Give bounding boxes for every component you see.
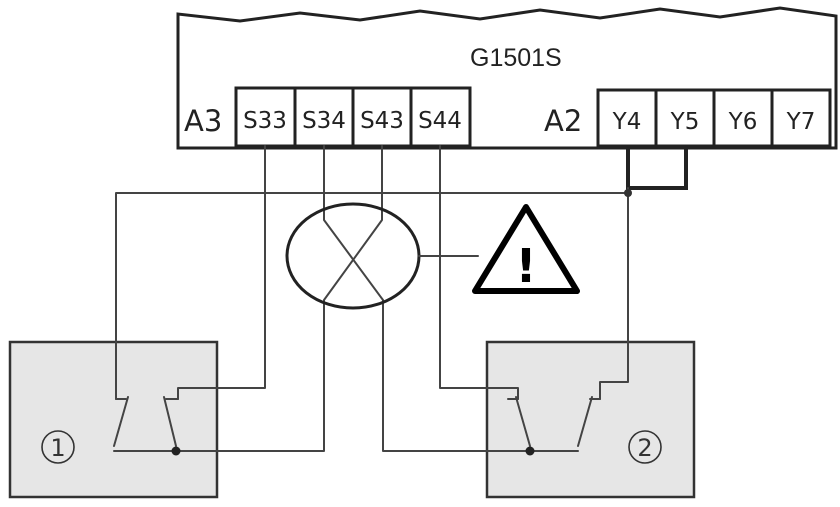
device-1-number: 1	[50, 434, 65, 462]
junction-dot	[525, 446, 535, 456]
contact-switch	[163, 396, 177, 447]
terminal-label: Y4	[612, 109, 642, 135]
device-2-box	[485, 340, 696, 499]
common-wire-to-device-1	[115, 192, 629, 400]
terminal-label: Y5	[670, 109, 700, 135]
device-2-contacts	[507, 396, 601, 456]
contact-switch	[577, 396, 593, 447]
warning-exclamation: !	[516, 239, 537, 293]
terminal-label: S43	[360, 108, 404, 134]
junction-dot	[624, 189, 632, 197]
warning-triangle-outline	[472, 204, 580, 294]
terminal-label: S44	[418, 108, 462, 134]
warning-triangle-icon: !	[472, 204, 580, 294]
device-2: 2	[485, 340, 696, 499]
terminal-y7	[770, 88, 832, 148]
terminal-label: Y6	[728, 109, 758, 135]
group-label-a2: A2	[544, 104, 582, 138]
wire-s34	[323, 145, 531, 452]
common-wire-to-device-2	[599, 187, 629, 400]
junction-dot	[171, 446, 181, 456]
device-2-number: 2	[637, 434, 652, 462]
a3-terminal-strip: S33 S34 S43 S44	[234, 86, 472, 148]
wiring	[115, 145, 688, 452]
terminal-y5	[654, 88, 716, 148]
device-1-number-circle	[41, 430, 75, 464]
group-label-a3: A3	[184, 104, 222, 138]
module-title: G1501S	[470, 44, 562, 72]
device-1-contacts	[113, 396, 181, 456]
terminal-label: S34	[302, 108, 346, 134]
device-1-box	[8, 340, 219, 499]
device-2-number-circle	[628, 430, 662, 464]
contact-switch	[515, 396, 531, 447]
y4-y5-bridge-wire	[626, 146, 688, 190]
crossed-wires-icon	[285, 202, 421, 310]
contact-switch	[113, 396, 129, 447]
a2-terminal-strip: Y4 Y5 Y6 Y7	[596, 88, 832, 148]
wire-s33	[177, 145, 266, 400]
wire-s44	[439, 145, 519, 400]
device-1: 1	[8, 340, 219, 499]
wire-s43	[175, 145, 383, 452]
terminal-s44	[409, 86, 472, 148]
terminal-label: S33	[243, 108, 287, 134]
controller-module: G1501S A3 A2 S33 S34 S43 S44 Y4	[176, 6, 838, 150]
terminal-label: Y7	[786, 109, 816, 135]
terminal-y6	[712, 88, 774, 148]
